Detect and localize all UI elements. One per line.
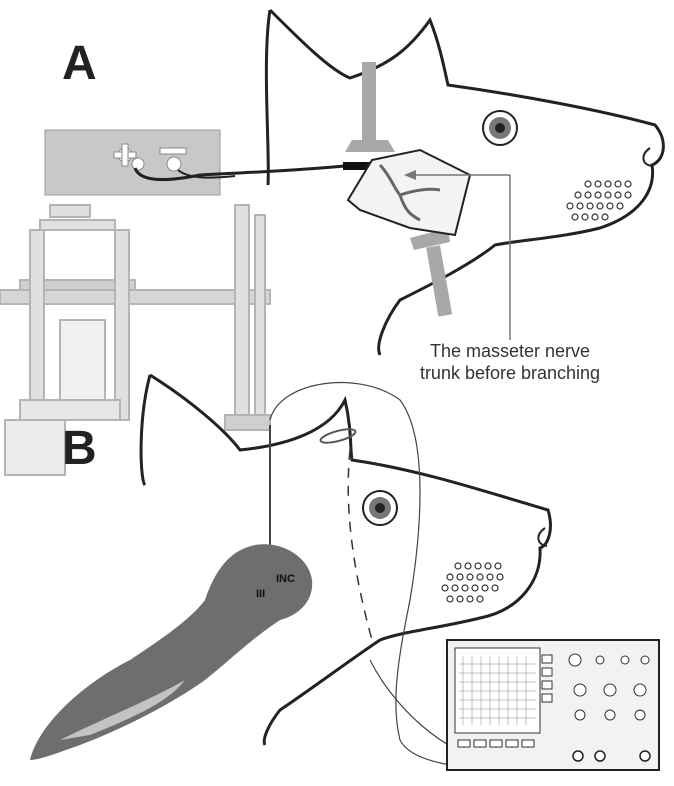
cat-head-b-whisker-dots [442, 563, 503, 602]
upper-retractor [345, 62, 395, 152]
oscilloscope [447, 640, 659, 770]
panel-label-a: A [62, 40, 97, 88]
masseter-caption-line-2: trunk before branching [410, 362, 610, 384]
panel-b-group [30, 375, 659, 770]
cat-head-a-nose [643, 148, 652, 166]
masseter-caption-line-1: The masseter nerve [410, 340, 610, 362]
section-dashed-line [348, 450, 372, 640]
stereotaxic-frame [0, 205, 270, 475]
panel-label-b: B [62, 425, 97, 473]
masseter-caption: The masseter nerve trunk before branchin… [410, 340, 610, 384]
cat-head-a-eye [483, 111, 517, 145]
cat-head-b-eye [363, 491, 397, 525]
inc-label: INC [276, 573, 295, 585]
oculomotor-iii-label: III [256, 588, 265, 600]
cat-head-a-whisker-dots [567, 181, 631, 220]
lower-retractor [410, 228, 452, 317]
